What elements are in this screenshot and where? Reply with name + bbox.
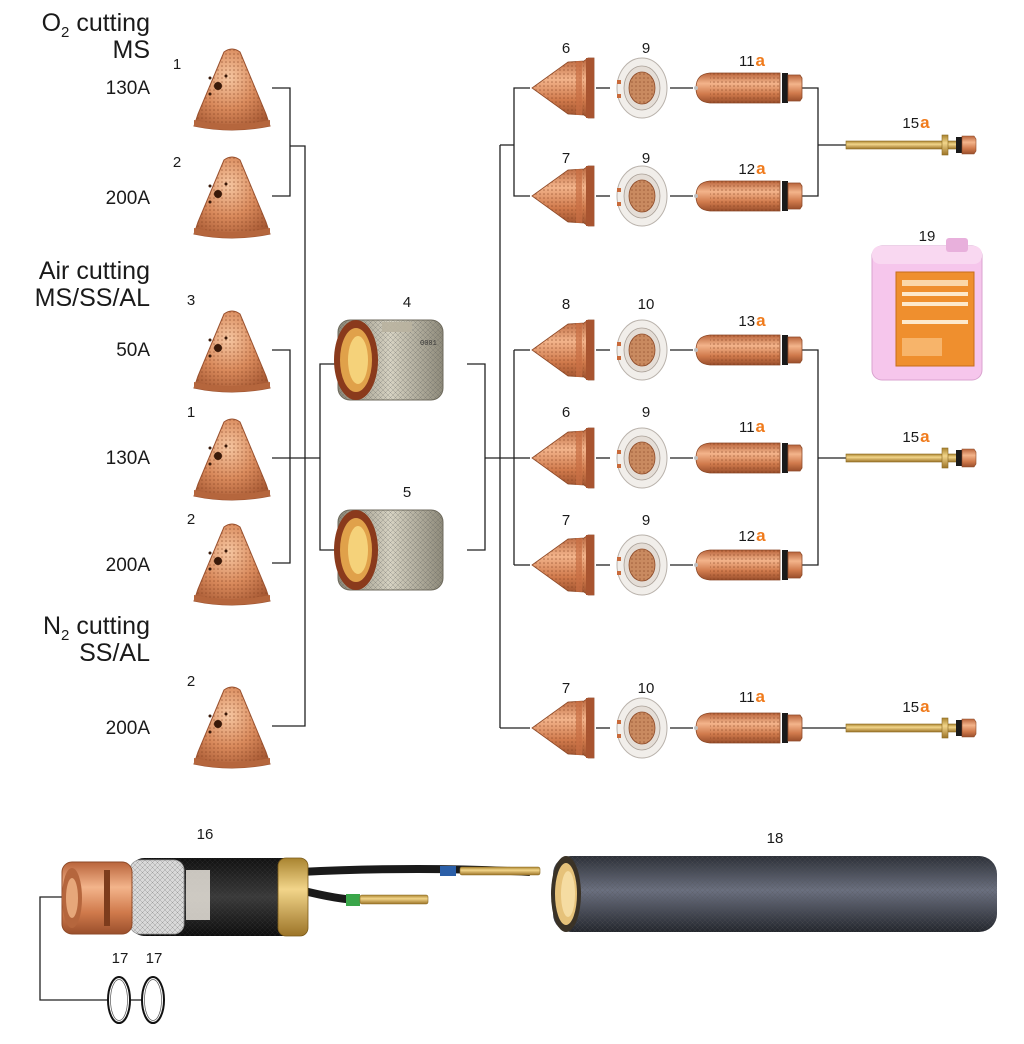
amp-label: 200A	[105, 718, 150, 739]
part-number: 16	[196, 826, 214, 843]
part-number: 2	[172, 154, 182, 171]
nozzle-2-n2-200a	[193, 686, 271, 769]
part-number: 1	[172, 56, 182, 73]
part-number-with-mark: 15a	[902, 427, 930, 447]
part-number: 9	[641, 404, 651, 421]
heading-n2-cutting: N2 cutting	[42, 612, 150, 645]
coolant-container-19	[871, 238, 983, 381]
part-number-with-mark: 11a	[738, 687, 766, 707]
heading-air-cutting: Air cutting	[38, 257, 150, 285]
part-number-with-mark: 15a	[902, 697, 930, 717]
part-number: 6	[561, 404, 571, 421]
part-number: 17	[145, 950, 163, 967]
part-number: 10	[637, 296, 655, 313]
nozzle-3-air-50a	[193, 310, 271, 393]
heading-air-material: MS/SS/AL	[34, 284, 150, 312]
part-number: 9	[641, 512, 651, 529]
part-number-with-mark: 12a	[738, 159, 766, 179]
nozzle-2-air-200a	[193, 523, 271, 606]
nozzle-2-o2-200a	[193, 156, 271, 239]
part-number-with-mark: 11a	[738, 51, 766, 71]
a-mark: a	[920, 697, 930, 716]
a-mark: a	[756, 311, 766, 330]
part-number: 10	[637, 680, 655, 697]
part-number: 7	[561, 680, 571, 697]
heading-n2-material: SS/AL	[79, 639, 150, 667]
part-number: 19	[918, 228, 936, 245]
amp-label: 130A	[105, 448, 150, 469]
part-number: 5	[402, 484, 412, 501]
part-number-with-mark: 12a	[738, 526, 766, 546]
part-number: 9	[641, 150, 651, 167]
part-number: 9	[641, 40, 651, 57]
amp-label: 200A	[105, 555, 150, 576]
amp-label: 200A	[105, 188, 150, 209]
o-ring-17-b	[141, 976, 165, 1024]
part-number: 7	[561, 512, 571, 529]
part-number: 1	[186, 404, 196, 421]
torch-sleeve-18	[551, 856, 997, 932]
shield-4: 0001	[333, 319, 444, 401]
part-number-with-mark: 13a	[738, 311, 766, 331]
a-mark: a	[756, 526, 766, 545]
part-number-with-mark: 15a	[902, 113, 930, 133]
part-number: 7	[561, 150, 571, 167]
o-ring-17-a	[107, 976, 131, 1024]
part-number: 8	[561, 296, 571, 313]
a-mark: a	[755, 51, 766, 70]
nozzle-1-air-130a	[193, 418, 271, 501]
nozzle-1-o2-130a	[193, 48, 271, 131]
part-number: 3	[186, 292, 196, 309]
a-mark: a	[920, 427, 930, 446]
row-1	[531, 57, 977, 156]
a-mark: a	[756, 159, 766, 178]
heading-o2-material: MS	[112, 36, 151, 64]
a-mark: a	[755, 687, 766, 706]
amp-label: 50A	[116, 340, 150, 361]
shield-5	[333, 509, 444, 591]
a-mark: a	[920, 113, 930, 132]
a-mark: a	[755, 417, 766, 436]
svg-text:0001: 0001	[420, 340, 437, 348]
part-number: 6	[561, 40, 571, 57]
part-number: 4	[402, 294, 412, 311]
heading-o2-cutting: O2 cutting	[41, 9, 150, 42]
part-number-with-mark: 11a	[738, 417, 766, 437]
connector-lines	[39, 87, 846, 1001]
part-number: 2	[186, 511, 196, 528]
part-number: 17	[111, 950, 129, 967]
part-number: 18	[766, 830, 784, 847]
amp-label: 130A	[105, 78, 150, 99]
torch-16	[61, 857, 541, 937]
part-number: 2	[186, 673, 196, 690]
